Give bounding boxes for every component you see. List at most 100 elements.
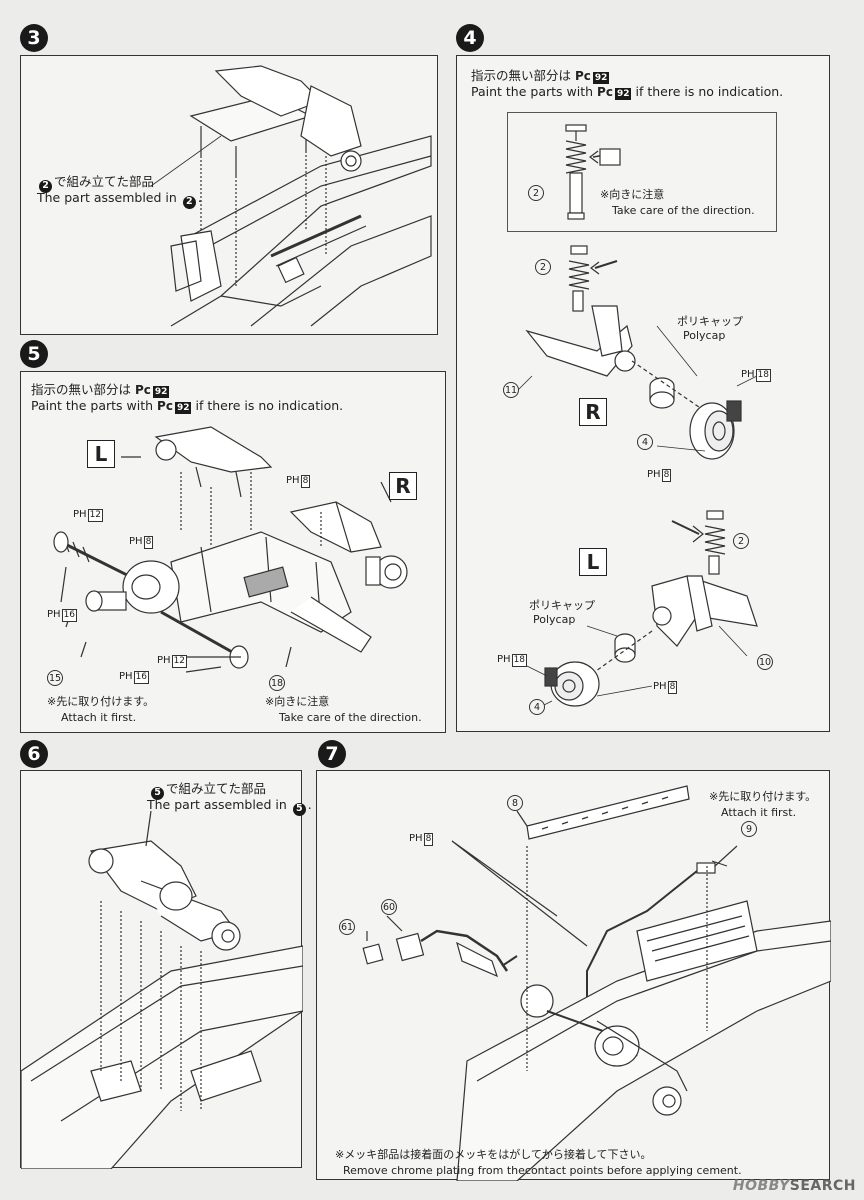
part-8-label: 8	[507, 795, 523, 811]
ph-prefix: PH	[73, 509, 87, 520]
part-60-label: 60	[381, 899, 397, 915]
step-6-en-text: The part assembled in	[147, 797, 287, 812]
step-6-jp-text: で組み立てた部品	[166, 781, 267, 796]
ph-prefix: PH	[286, 475, 300, 486]
attach-first-en: Attach it first.	[61, 711, 137, 724]
part-4-label-r: 4	[637, 434, 653, 450]
ph-number: 8	[423, 833, 434, 846]
ph-number: 8	[143, 536, 154, 549]
paint-note-en: Paint the parts with	[31, 398, 154, 413]
ph-number: 16	[133, 671, 150, 684]
attach-first-en: Attach it first.	[721, 806, 797, 819]
step-3-illustration	[150, 65, 432, 327]
chrome-note-en: Remove chrome plating from thecontact po…	[343, 1164, 742, 1177]
part-2-label-r: 2	[535, 259, 551, 275]
watermark-brand-tail: SEARCH	[789, 1178, 856, 1194]
paint-code: 92	[152, 386, 170, 398]
direction-note-jp: ※向きに注意	[265, 695, 330, 708]
step-ref-badge: 2	[39, 179, 52, 193]
step-3-en-text: The part assembled in	[37, 190, 177, 205]
paint-note-en-tail: if there is no indication.	[195, 398, 344, 413]
ph-prefix: PH	[47, 609, 61, 620]
paint-prefix: Pc	[575, 69, 591, 83]
direction-note-en: Take care of the direction.	[279, 711, 422, 724]
ph-prefix: PH	[157, 655, 171, 666]
paint-prefix: Pc	[157, 399, 173, 413]
part-18-label: 18	[269, 675, 285, 691]
paint-note-en-tail: if there is no indication.	[635, 84, 784, 99]
ph-prefix: PH	[409, 833, 423, 844]
part-15-label: 15	[47, 670, 63, 686]
ph-number: 18	[755, 369, 772, 382]
polycap-label-r-en: Polycap	[683, 329, 726, 342]
polycap-label-l-en: Polycap	[533, 613, 576, 626]
step-3-jp-text: で組み立てた部品	[54, 174, 155, 189]
direction-note-en: Take care of the direction.	[612, 204, 755, 217]
shock-absorber-detail	[565, 124, 621, 220]
paint-prefix: Pc	[597, 85, 613, 99]
ph-number: 18	[511, 654, 528, 667]
ph-number: 8	[661, 469, 672, 482]
ph-number: 12	[87, 509, 104, 522]
ph-prefix: PH	[497, 654, 511, 665]
paint-prefix: Pc	[135, 383, 151, 397]
direction-note-jp: ※向きに注意	[600, 188, 665, 201]
step-4-number: 4	[456, 24, 484, 52]
step-5-illustration	[53, 426, 408, 673]
chrome-note-jp: ※メッキ部品は接着面のメッキをはがしてから接着して下さい。	[335, 1148, 652, 1161]
paint-note-en: Paint the parts with	[471, 84, 594, 99]
attach-first-jp: ※先に取り付けます。	[709, 790, 817, 803]
paint-code: 92	[174, 402, 192, 414]
polycap-label-r-jp: ポリキャップ	[677, 315, 743, 328]
step-6-illustration	[21, 810, 303, 1169]
part-2-label-l: 2	[733, 533, 749, 549]
ph-prefix: PH	[119, 671, 133, 682]
paint-code: 92	[614, 88, 632, 100]
step-ref-badge: 5	[151, 786, 164, 800]
ph-prefix: PH	[647, 469, 661, 480]
ph-number: 8	[667, 681, 678, 694]
part-9-label: 9	[741, 821, 757, 837]
paint-note-jp: 指示の無い部分は	[471, 68, 572, 83]
step-ref-badge: 2	[182, 195, 196, 209]
step-ref-badge: 5	[292, 802, 306, 816]
ph-number: 16	[61, 609, 78, 622]
step-7-number: 7	[318, 740, 346, 768]
step-4-detail-box: 2 ※向きに注意 Take care of the direction.	[507, 112, 777, 232]
side-r-badge: R	[389, 472, 417, 500]
step-6-label-en: The part assembled in 5.	[147, 797, 312, 816]
ph-prefix: PH	[741, 369, 755, 380]
part-4-label-l: 4	[529, 699, 545, 715]
side-l-badge: L	[87, 440, 115, 468]
ph-number: 8	[300, 475, 311, 488]
ph-number: 12	[171, 655, 188, 668]
step-7-illustration	[362, 785, 831, 1181]
step-3-label-en: The part assembled in 2.	[37, 190, 202, 209]
side-r-badge: R	[579, 398, 607, 426]
attach-first-jp: ※先に取り付けます。	[47, 695, 155, 708]
paint-note-jp: 指示の無い部分は	[31, 382, 132, 397]
step-6-number: 6	[20, 740, 48, 768]
part-11-label: 11	[503, 382, 519, 398]
side-l-badge: L	[579, 548, 607, 576]
